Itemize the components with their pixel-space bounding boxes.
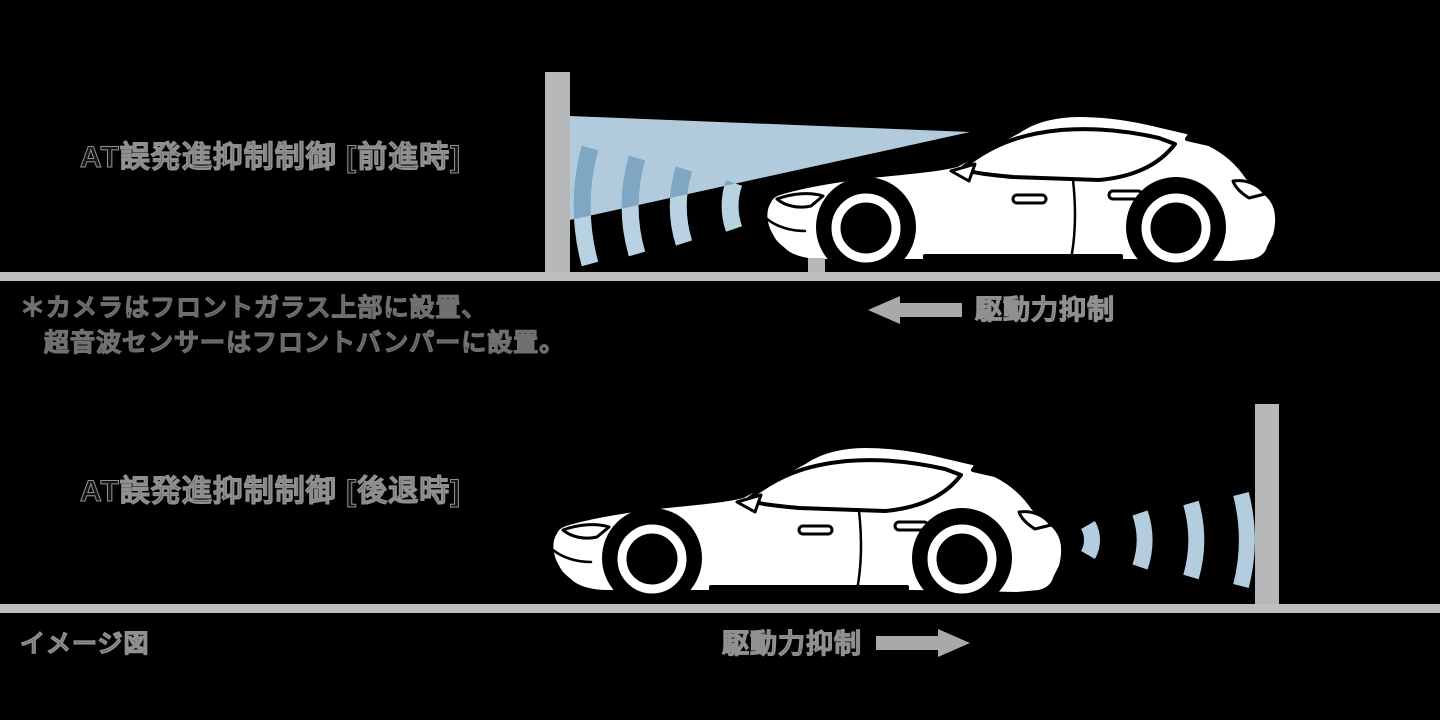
forward-arrow-label: 駆動力抑制	[975, 294, 1115, 325]
reverse-title: AT誤発進抑制制御 [後退時]	[79, 475, 462, 509]
reverse-arrow-label: 駆動力抑制	[722, 628, 862, 659]
note-line-2: 超音波センサーはフロントバンパーに設置。	[43, 329, 566, 358]
drive-force-arrow-right	[876, 629, 970, 657]
image-caption: イメージ図	[20, 630, 150, 659]
forward-title: AT誤発進抑制制御 [前進時]	[79, 141, 462, 175]
car-reverse	[551, 446, 1063, 608]
wall-reverse	[1255, 404, 1279, 613]
wheel-stop-block	[808, 258, 825, 273]
drive-force-arrow-left	[868, 296, 962, 324]
ground-reverse	[0, 604, 1440, 613]
ground-forward	[0, 272, 1440, 281]
camera-fov-wedge	[570, 116, 970, 220]
wall-forward	[545, 72, 570, 281]
note-line-1: ＊カメラはフロントガラス上部に設置、	[20, 294, 488, 323]
ultrasonic-waves-reverse	[1080, 492, 1255, 588]
